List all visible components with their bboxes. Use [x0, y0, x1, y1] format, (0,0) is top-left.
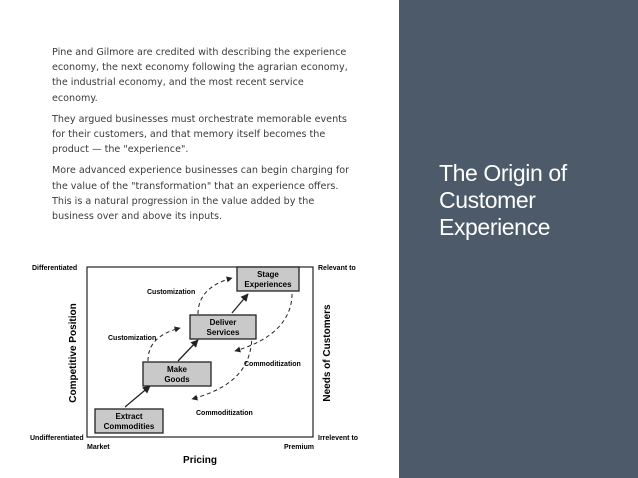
- dashed-arrow-commoditization-top: [234, 293, 293, 353]
- dashed-arrow-customization-mid: [147, 326, 181, 362]
- label-customization-mid: Customization: [108, 335, 156, 342]
- paragraph-1: Pine and Gilmore are credited with descr…: [52, 47, 348, 104]
- progression-of-economic-value-diagram: Differentiated Undifferentiated Relevant…: [30, 265, 358, 466]
- arrow-services-to-experiences: [231, 293, 249, 314]
- label-irrelevent-to: Irrelevent to: [318, 435, 358, 442]
- dashed-arrow-customization-top: [197, 276, 233, 315]
- arrow-commodities-to-goods: [124, 385, 151, 408]
- label-premium: Premium: [284, 444, 314, 451]
- dashed-arrow-commoditization-mid: [191, 333, 253, 401]
- paragraph-2: They argued businesses must orchestrate …: [52, 113, 347, 156]
- body-text: Pine and Gilmore are credited with descr…: [52, 45, 352, 230]
- label-differentiated: Differentiated: [32, 265, 77, 272]
- box-extract-commodities: Extract Commodities: [94, 408, 164, 434]
- box-extract-commodities-line1: Extract: [115, 412, 142, 421]
- x-axis-title: Pricing: [183, 455, 217, 466]
- box-deliver-services-line2: Services: [207, 328, 240, 337]
- paragraph-3: More advanced experience businesses can …: [52, 165, 350, 223]
- box-deliver-services: Deliver Services: [189, 314, 257, 340]
- slide-title: The Origin of Customer Experience: [439, 160, 567, 240]
- label-undifferentiated: Undifferentiated: [30, 435, 84, 442]
- diagram-frame: [86, 266, 314, 438]
- arrow-goods-to-services: [177, 339, 199, 362]
- y-axis-right-title: Needs of Customers: [322, 304, 333, 402]
- box-deliver-services-line1: Deliver: [210, 318, 237, 327]
- label-market: Market: [87, 444, 110, 451]
- y-axis-left-title: Competitive Position: [68, 303, 79, 402]
- box-make-goods-line2: Goods: [164, 375, 190, 384]
- box-make-goods: Make Goods: [142, 361, 212, 387]
- box-stage-experiences-line2: Experiences: [244, 280, 292, 289]
- label-customization-top: Customization: [147, 289, 195, 296]
- box-stage-experiences: Stage Experiences: [236, 266, 300, 292]
- box-stage-experiences-line1: Stage: [257, 270, 279, 279]
- box-make-goods-line1: Make: [167, 365, 188, 374]
- label-commoditization-mid: Commoditization: [244, 361, 301, 368]
- title-panel: The Origin of Customer Experience: [399, 0, 638, 478]
- label-commoditization-low: Commoditization: [196, 410, 253, 417]
- box-extract-commodities-line2: Commodities: [104, 422, 155, 431]
- label-relevant-to: Relevant to: [318, 265, 356, 272]
